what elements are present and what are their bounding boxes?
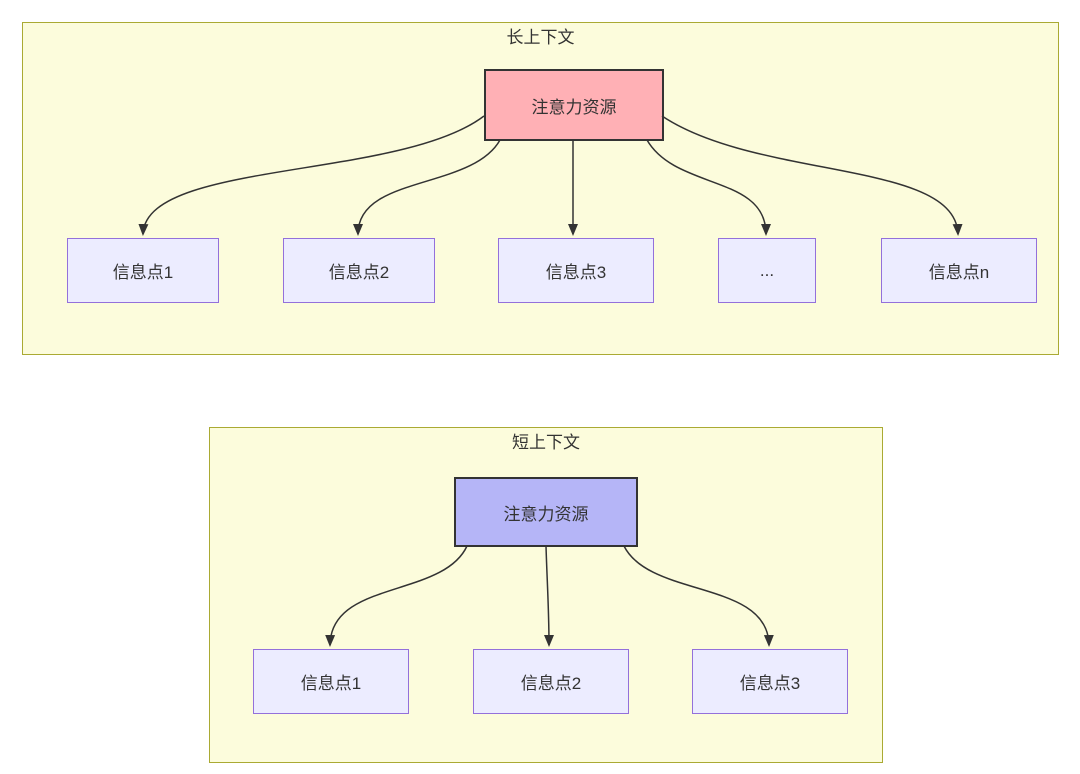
info-point-short-3-label: 信息点3 <box>739 674 801 693</box>
attention-resource-short: 注意力资源 <box>454 477 638 547</box>
info-point-long-n-label: 信息点n <box>928 263 990 282</box>
info-point-long-1: 信息点1 <box>67 238 219 303</box>
attention-resource-long-label: 注意力资源 <box>531 97 617 117</box>
info-point-short-1-label: 信息点1 <box>300 674 362 693</box>
info-point-long-1-label: 信息点1 <box>112 263 174 282</box>
attention-resource-short-label: 注意力资源 <box>503 504 589 524</box>
info-point-short-2-label: 信息点2 <box>520 674 582 693</box>
info-point-short-3: 信息点3 <box>692 649 848 714</box>
info-point-long-ellipsis: ... <box>718 238 816 303</box>
info-point-long-n: 信息点n <box>881 238 1037 303</box>
info-point-short-2: 信息点2 <box>473 649 629 714</box>
info-point-short-1: 信息点1 <box>253 649 409 714</box>
short-context-container: 短上下文 注意力资源 信息点1 信息点2 信息点3 <box>209 427 883 763</box>
info-point-long-3-label: 信息点3 <box>545 263 607 282</box>
attention-resource-long: 注意力资源 <box>484 69 664 141</box>
long-context-title: 长上下文 <box>506 28 575 47</box>
info-point-long-3: 信息点3 <box>498 238 654 303</box>
short-context-title: 短上下文 <box>512 433 580 452</box>
info-point-long-2: 信息点2 <box>283 238 435 303</box>
long-context-container: 长上下文 注意力资源 信息点1 信息点2 信息点3 ... 信息点n <box>22 22 1059 355</box>
info-point-long-ellipsis-label: ... <box>759 260 775 280</box>
info-point-long-2-label: 信息点2 <box>328 263 390 282</box>
